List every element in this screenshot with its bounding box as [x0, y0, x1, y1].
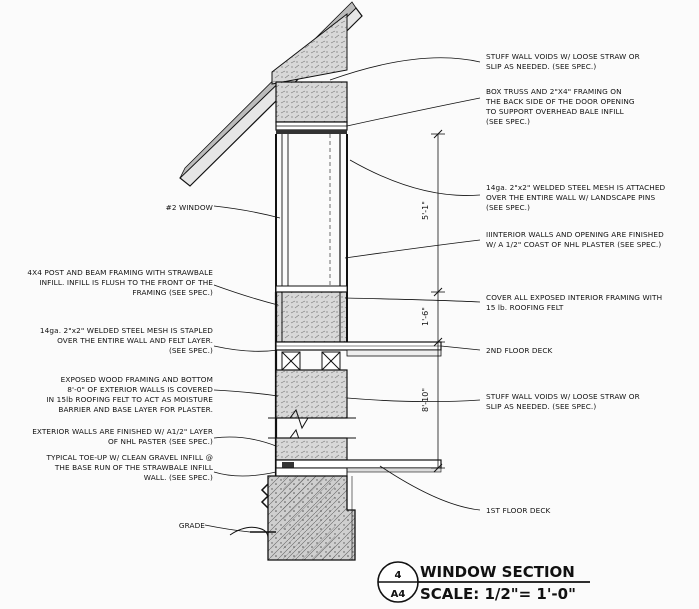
note-l4-line4: BARRIER AND BASE LAYER FOR PLASTER. [58, 405, 213, 414]
dimension-string: 5'-1" 1'-6" 8'-10" [421, 129, 445, 473]
dim-upper: 5'-1" [421, 201, 430, 220]
detail-title: WINDOW SECTION [420, 563, 575, 581]
note-r3-line1: 14ga. 2"x2" WELDED STEEL MESH IS ATTACHE… [486, 183, 666, 192]
note-l3-line3: (SEE SPEC.) [169, 346, 213, 355]
note-r7-line2: SLIP AS NEEDED. (SEE SPEC.) [486, 402, 596, 411]
foundation [260, 467, 356, 561]
dim-middle: 1'-6" [421, 307, 430, 326]
note-r1-line2: SLIP AS NEEDED. (SEE SPEC.) [486, 62, 596, 71]
note-l4-line2: 8'-0" OF EXTERIOR WALLS IS COVERED [67, 385, 213, 394]
notes-left: #2 WINDOW 4X4 POST AND BEAM FRAMING WITH… [27, 203, 213, 530]
svg-text:TYPICAL TOE-UP W/ CLEAN GRAVEL: TYPICAL TOE-UP W/ CLEAN GRAVEL INFILL @T… [45, 453, 213, 482]
note-l1: #2 WINDOW [166, 203, 213, 212]
dim-lower: 8'-10" [421, 388, 430, 412]
detail-scale: SCALE: 1/2"= 1'-0" [420, 585, 576, 603]
note-l6-line3: WALL. (SEE SPEC.) [144, 473, 213, 482]
note-l6-line1: TYPICAL TOE-UP W/ CLEAN GRAVEL INFILL @ [45, 453, 213, 462]
note-l4-line3: IN 15lb ROOFING FELT TO ACT AS MOISTURE [46, 395, 213, 404]
note-l7: GRADE [179, 521, 205, 530]
note-l4-line1: EXPOSED WOOD FRAMING AND BOTTOM [61, 375, 213, 384]
note-r8: 1ST FLOOR DECK [486, 506, 551, 515]
svg-text:IIINTERIOR WALLS AND OPENING A: IIINTERIOR WALLS AND OPENING ARE FINISHE… [486, 230, 664, 249]
note-l2-line2: INFILL. INFILL IS FLUSH TO THE FRONT OF … [39, 278, 213, 287]
svg-text:EXTERIOR WALLS ARE FINISHED W/: EXTERIOR WALLS ARE FINISHED W/ A1/2" LAY… [32, 427, 213, 446]
note-r3-line3: (SEE SPEC.) [486, 203, 530, 212]
strawbale-wall-upper [274, 291, 348, 560]
note-r2-line2: THE BACK SIDE OF THE DOOR OPENING [485, 97, 635, 106]
note-r4-line1: IIINTERIOR WALLS AND OPENING ARE FINISHE… [486, 230, 664, 239]
note-l3-line2: OVER THE ENTIRE WALL AND FELT LAYER. [57, 336, 213, 345]
note-l5-line1: EXTERIOR WALLS ARE FINISHED W/ A1/2" LAY… [32, 427, 213, 436]
note-r2-line4: (SEE SPEC.) [486, 117, 530, 126]
note-r3-line2: OVER THE ENTIRE WALL W/ LANDSCAPE PINS [486, 193, 655, 202]
svg-text:COVER ALL EXPOSED INTERIOR FRA: COVER ALL EXPOSED INTERIOR FRAMING WITH1… [486, 293, 662, 312]
title-block: 4 A4 WINDOW SECTION SCALE: 1/2"= 1'-0" [377, 561, 590, 603]
window-opening [275, 134, 348, 293]
box-truss-header [275, 81, 348, 134]
sheet-number: A4 [391, 589, 406, 600]
note-r5-line1: COVER ALL EXPOSED INTERIOR FRAMING WITH [486, 293, 662, 302]
second-floor-deck [275, 341, 442, 371]
svg-text:14ga. 2"x2" WELDED STEEL MESH: 14ga. 2"x2" WELDED STEEL MESH IS ATTACHE… [486, 183, 666, 212]
note-l6-line2: THE BASE RUN OF THE STRAWBALE INFILL [54, 463, 214, 472]
note-l5-line2: OF NHL PASTER (SEE SPEC.) [108, 437, 213, 446]
note-l2-line3: FRAMING (SEE SPEC.) [132, 288, 213, 297]
note-r7-line1: STUFF WALL VOIDS W/ LOOSE STRAW OR [486, 392, 640, 401]
note-r2-line3: TO SUPPORT OVERHEAD BALE INFILL [485, 107, 625, 116]
note-l2-line1: 4X4 POST AND BEAM FRAMING WITH STRAWBALE [27, 268, 213, 277]
detail-number: 4 [395, 570, 402, 581]
note-r1-line1: STUFF WALL VOIDS W/ LOOSE STRAW OR [486, 52, 640, 61]
note-r2-line1: BOX TRUSS AND 2"X4" FRAMING ON [486, 87, 622, 96]
svg-text:4X4 POST AND BEAM FRAMING WITH: 4X4 POST AND BEAM FRAMING WITH STRAWBALE… [27, 268, 213, 297]
note-r5-line2: 15 lb. ROOFING FELT [486, 303, 564, 312]
leader-lines [204, 57, 481, 533]
note-l3-line1: 14ga. 2"x2" WELDED STEEL MESH IS STAPLED [40, 326, 213, 335]
svg-text:14ga. 2"x2" WELDED STEEL MESH: 14ga. 2"x2" WELDED STEEL MESH IS STAPLED… [40, 326, 213, 355]
note-r4-line2: W/ A 1/2" COAST OF NHL PLASTER (SEE SPEC… [486, 240, 661, 249]
note-r6: 2ND FLOOR DECK [486, 346, 553, 355]
strawbale-wall-lower [268, 369, 356, 461]
roof-overhang [179, 1, 363, 187]
